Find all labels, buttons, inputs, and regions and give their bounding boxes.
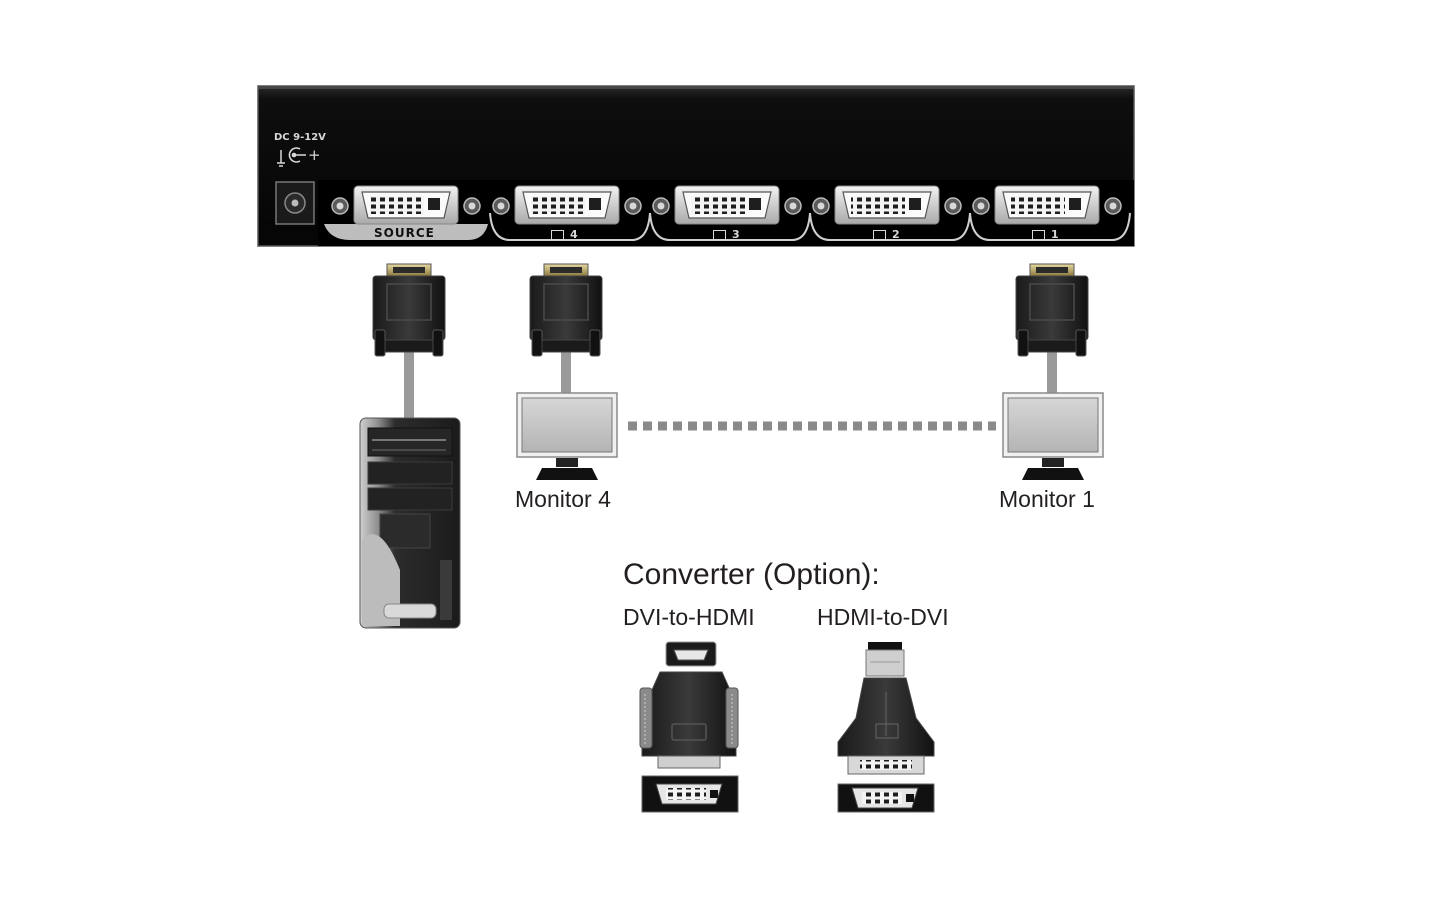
monitor-glyph-icon [1032,230,1045,240]
thumbscrew-icon [492,197,510,215]
thumbscrew-icon [784,197,802,215]
port-label-source: SOURCE [374,226,435,240]
dvi-port-1[interactable] [972,185,1122,225]
dvi-plug-monitor-4 [529,263,603,357]
converter-title: Converter (Option): [623,558,880,591]
thumbscrew-icon [331,197,349,215]
thumbscrew-icon [1104,197,1122,215]
thumbscrew-icon [944,197,962,215]
port-label-3: 3 [713,228,740,241]
thumbscrew-icon [624,197,642,215]
monitor-1-label: Monitor 1 [999,486,1095,512]
power-polarity-icon [277,147,306,167]
monitor-1-icon [1002,392,1104,480]
thumbscrew-icon [652,197,670,215]
hdmi-to-dvi-adapter-icon [837,642,935,813]
thumbscrew-icon [812,197,830,215]
monitor-glyph-icon [713,230,726,240]
thumbscrew-icon [463,197,481,215]
port-label-4: 4 [551,228,578,241]
monitor-glyph-icon [873,230,886,240]
dvi-to-hdmi-label: DVI-to-HDMI [623,604,755,630]
pc-tower-icon [359,417,461,629]
dvi-plug-source [372,263,446,357]
power-jack[interactable] [275,181,315,225]
hdmi-to-dvi-label: HDMI-to-DVI [817,604,949,630]
power-polarity-label: + [308,146,321,164]
dvi-to-hdmi-adapter-icon [639,641,739,813]
port-label-1: 1 [1032,228,1059,241]
dvi-plug-monitor-1 [1015,263,1089,357]
dvi-port-4[interactable] [492,185,642,225]
cable-to-source [404,352,414,424]
cable-to-monitor-4 [561,352,571,394]
port-label-2: 2 [873,228,900,241]
dvi-port-source[interactable] [331,185,481,225]
monitor-glyph-icon [551,230,564,240]
monitor-4-icon [516,392,618,480]
power-input-label: DC 9-12V [274,132,326,143]
dvi-port-2[interactable] [812,185,962,225]
monitor-4-label: Monitor 4 [515,486,611,512]
dvi-port-3[interactable] [652,185,802,225]
thumbscrew-icon [972,197,990,215]
cable-to-monitor-1 [1047,352,1057,394]
